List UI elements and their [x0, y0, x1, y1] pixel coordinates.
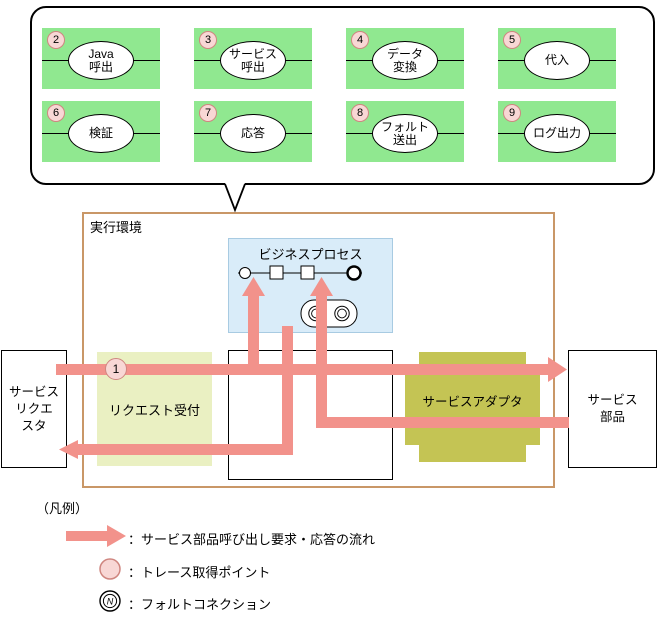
- activity-ellipse: ログ出力: [524, 114, 590, 153]
- legend-arrow-icon: [66, 531, 107, 541]
- activity-ellipse: サービス 呼出: [220, 41, 286, 80]
- legend-trace-point-icon: [99, 558, 121, 580]
- legend-fault-letter: N: [107, 597, 114, 607]
- activity-label: 検証: [88, 126, 113, 140]
- trace-number-badge: 8: [351, 104, 369, 122]
- activity-label: 送出: [392, 132, 417, 147]
- process-container-box: [228, 350, 393, 480]
- legend-trace-label: ：トレース取得ポイント: [128, 565, 271, 580]
- service-parts-label: サービス: [587, 393, 638, 407]
- business-process-label: ビジネスプロセス: [258, 247, 363, 262]
- trace-number-badge: 9: [503, 104, 521, 122]
- service-requester-label: リクエ: [15, 401, 53, 416]
- service-parts-box: サービス 部品: [568, 350, 657, 468]
- activity-label: 応答: [240, 126, 265, 140]
- service-parts-label: 部品: [599, 410, 625, 424]
- activity-label: データ: [386, 46, 423, 61]
- trace-item-log-output: ログ出力 9: [498, 101, 616, 162]
- trace-number-badge: 3: [199, 31, 217, 49]
- legend-fault-connection-icon: [99, 590, 121, 612]
- callout-tail: [225, 183, 245, 210]
- service-adapter-shape: [405, 368, 540, 445]
- trace-item-data-transform: データ 変換 4: [346, 28, 464, 89]
- trace-item-validate: 検証 6: [42, 101, 160, 162]
- activity-ellipse: Java 呼出: [68, 41, 134, 80]
- activity-label: 呼出: [88, 59, 113, 74]
- activity-ellipse: フォルト 送出: [372, 114, 438, 153]
- service-adapter-label: サービスアダプタ: [422, 395, 523, 409]
- legend-fault-label: ：フォルトコネクション: [128, 597, 272, 612]
- activity-label: 呼出: [240, 59, 265, 74]
- trace-item-service-call: サービス 呼出 3: [194, 28, 312, 89]
- trace-point-1-badge: 1: [105, 358, 127, 380]
- legend-arrow-icon: [107, 525, 126, 547]
- service-requester-label: サービス: [8, 384, 59, 399]
- trace-number-badge: 7: [199, 104, 217, 122]
- trace-item-assign: 代入 5: [498, 28, 616, 89]
- activity-label: ログ出力: [532, 126, 581, 140]
- legend-title: （凡例）: [36, 501, 89, 516]
- request-reception-label: リクエスト受付: [108, 402, 200, 418]
- trace-item-reply: 応答 7: [194, 101, 312, 162]
- activity-label: 代入: [544, 53, 569, 67]
- activity-label: フォルト: [380, 119, 429, 134]
- activity-ellipse: 応答: [220, 114, 286, 153]
- trace-item-java-call: Java 呼出 2: [42, 28, 160, 89]
- activity-ellipse: データ 変換: [372, 41, 438, 80]
- callout-tail-stroke: [224, 183, 246, 213]
- trace-number-badge: 5: [503, 31, 521, 49]
- activity-label: サービス: [228, 46, 277, 61]
- activity-label: Java: [88, 46, 114, 61]
- activity-label: 変換: [392, 59, 417, 74]
- trace-item-fault-throw: フォルト 送出 8: [346, 101, 464, 162]
- activity-ellipse: 代入: [524, 41, 590, 80]
- legend-fault-connection-icon: [102, 593, 118, 609]
- trace-number-badge: 6: [47, 104, 65, 122]
- service-requester-label: スタ: [21, 418, 47, 433]
- execution-environment-label: 実行環境: [90, 220, 143, 235]
- trace-number-badge: 2: [47, 31, 65, 49]
- service-requester-box: サービス リクエ スタ: [1, 350, 67, 468]
- legend-arrow-label: ：サービス部品呼び出し要求・応答の流れ: [128, 532, 376, 547]
- trace-number-badge: 4: [351, 31, 369, 49]
- activity-ellipse: 検証: [68, 114, 134, 153]
